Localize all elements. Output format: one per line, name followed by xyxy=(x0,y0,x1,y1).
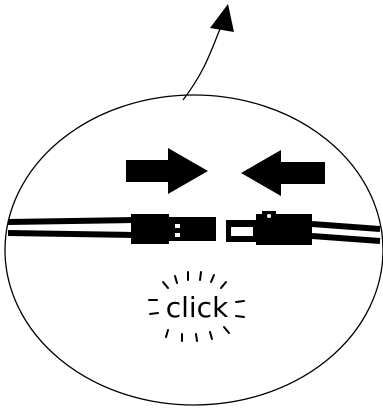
click-label: click xyxy=(166,291,229,324)
connector-left-icon xyxy=(8,214,216,244)
magnifier-circle xyxy=(5,95,383,405)
push-right-arrow-icon xyxy=(126,148,208,194)
pointer-arrow-icon xyxy=(183,4,234,100)
connector-right-icon xyxy=(226,211,380,245)
push-left-arrow-icon xyxy=(241,150,325,196)
